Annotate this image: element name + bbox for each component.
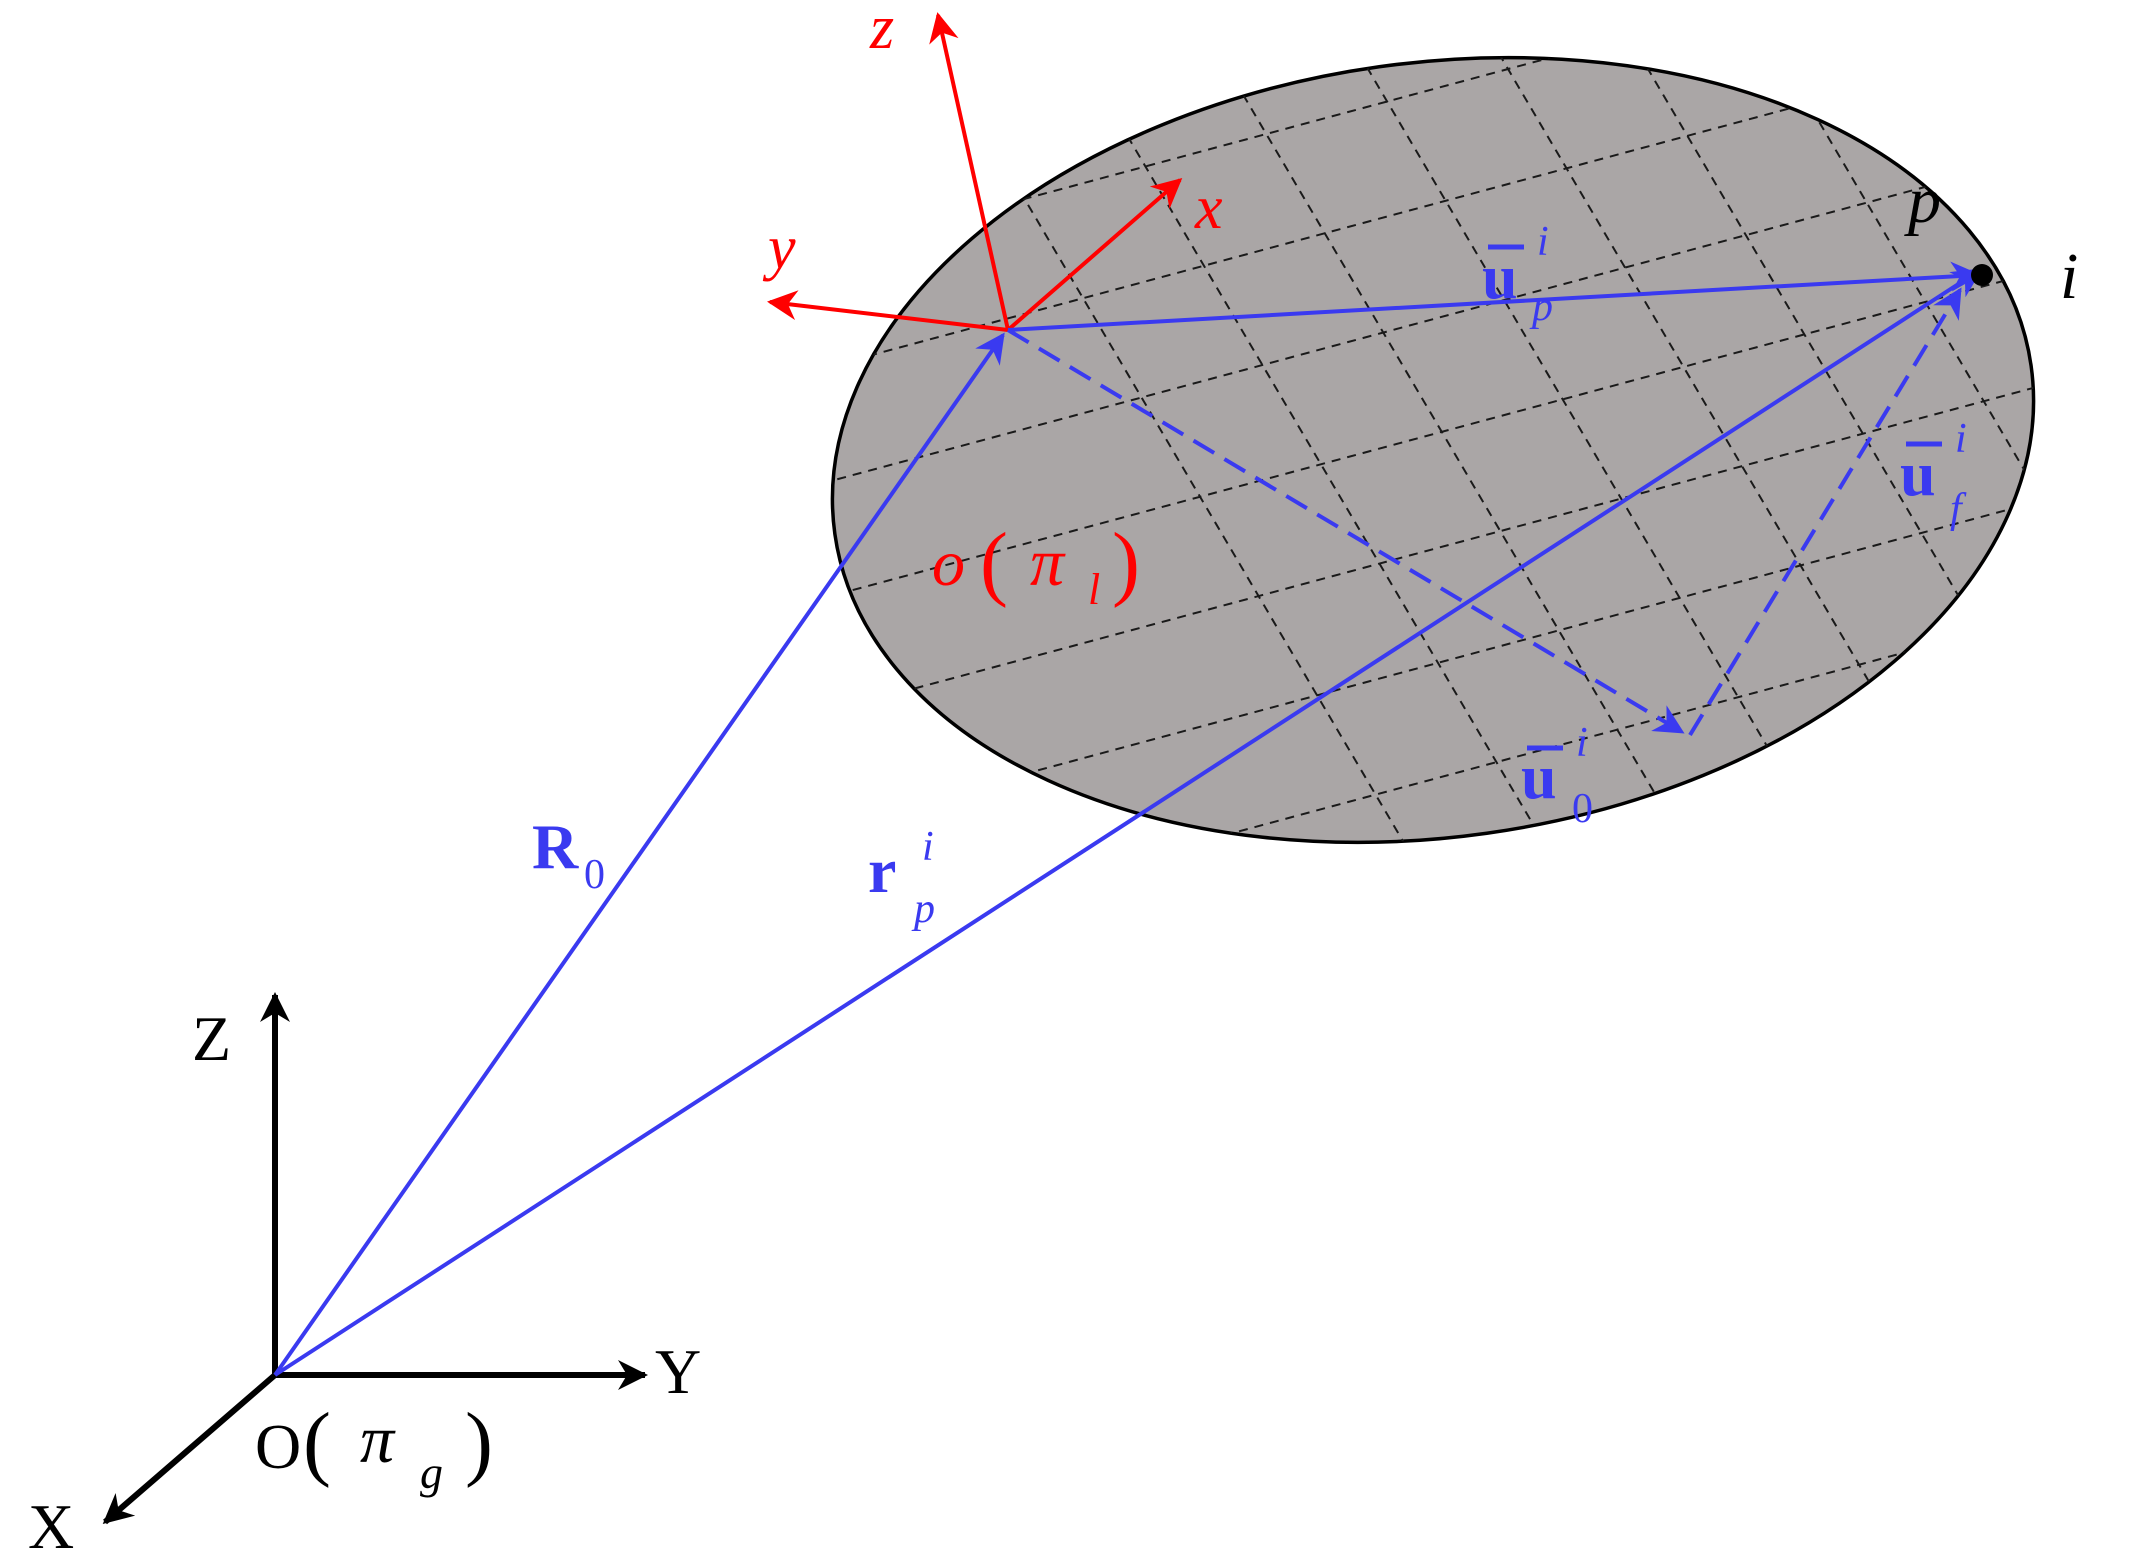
vector-uf [1688,287,1962,737]
vector-R0 [273,332,1005,1377]
label-R0-sub: 0 [584,852,605,898]
grid-line [781,254,2085,616]
global-origin-symbol: π [360,1401,396,1477]
global-y-label: Y [655,1336,701,1407]
label-up-sup: i [1537,219,1549,265]
global-origin-subscript: g [420,1447,443,1498]
local-x-axis [1006,178,1183,332]
label-u0-sup: i [1576,720,1588,766]
local-z-axis [929,12,1010,331]
label-R0-base: R [532,811,579,882]
local-x-label: x [1194,174,1223,242]
global-frame [102,992,648,1525]
global-z-label: Z [192,1003,231,1074]
local-y-axis [767,290,1009,332]
label-rp-sub: p [911,886,935,932]
label-up-base: u [1482,241,1518,312]
local-origin-letter: o [932,527,965,600]
global-x-axis [102,1372,277,1525]
label-uf-sup: i [1955,416,1967,462]
global-origin-paren-close: ) [465,1396,493,1489]
label-rp-sup: i [922,824,934,870]
label-rp-base: r [868,835,896,906]
local-frame [767,12,1183,332]
label-R0: R 0 [532,811,605,898]
point-p-marker [1971,264,1993,286]
body-i-label: i [2060,240,2078,313]
global-origin-paren-open: ( [303,1396,331,1489]
local-origin-subscript: l [1088,565,1100,614]
local-z-label: z [869,0,894,62]
label-rp: r i p [868,824,935,932]
grid-line [781,369,2085,731]
global-origin-letter: O [255,1411,301,1482]
local-origin-paren-open: ( [980,516,1008,609]
label-uf-base: u [1900,438,1936,509]
label-u0-sub: 0 [1572,786,1593,832]
point-p-label: p [1904,164,1941,237]
label-up: u i p [1482,219,1553,330]
local-origin-label: o ( π l ) [932,516,1140,614]
local-y-label: y [762,214,796,282]
label-up-sub: p [1529,284,1553,330]
global-origin-label: O ( π g ) [255,1396,493,1498]
vectors [273,261,1983,1377]
local-origin-symbol: π [1030,524,1066,600]
label-u0-base: u [1521,741,1557,812]
vector-rp [273,268,1983,1377]
vector-u0 [1006,328,1685,734]
vector-up [1007,261,1981,332]
grid-line [781,139,2085,501]
local-origin-paren-close: ) [1112,516,1140,609]
global-x-label: X [28,1491,74,1562]
label-u0: u i 0 [1521,720,1593,832]
body-ellipse [830,55,2036,845]
